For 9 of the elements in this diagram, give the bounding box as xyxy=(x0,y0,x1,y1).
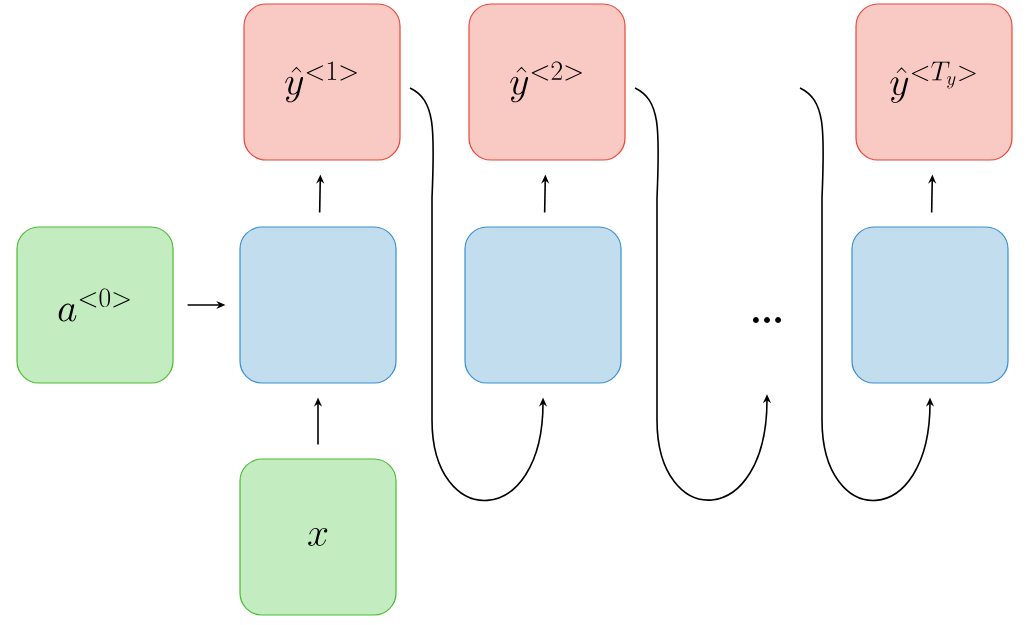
output-box: $\hat{y}^{<T_y>}$ xyxy=(855,3,1013,161)
input-box: $x$ xyxy=(239,458,397,616)
ellipsis: ... xyxy=(752,317,782,323)
output-box: $\hat{y}^{<1>}$ xyxy=(243,3,401,161)
input-box: $a^{<0>}$ xyxy=(16,226,174,384)
hidden-state-box xyxy=(464,226,622,384)
output-box: $\hat{y}^{<2>}$ xyxy=(468,3,626,161)
hidden-state-box xyxy=(851,226,1009,384)
hidden-state-box xyxy=(239,226,397,384)
